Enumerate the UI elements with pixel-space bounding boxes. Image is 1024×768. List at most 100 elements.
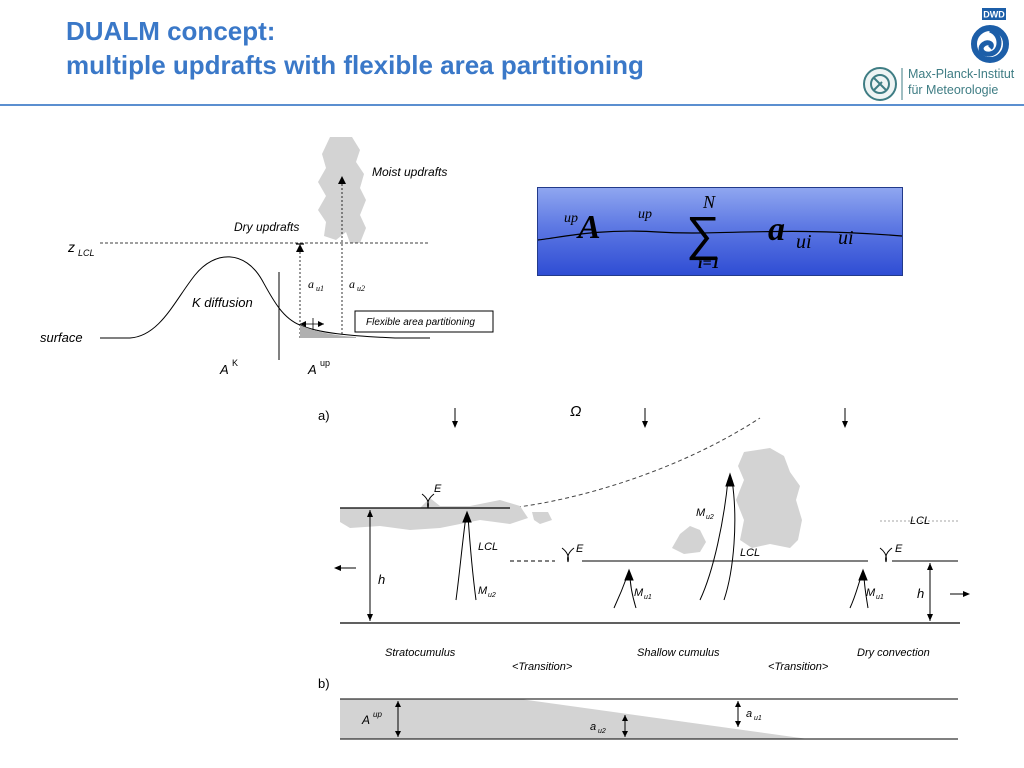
sigma-icon: ∑	[686, 208, 720, 261]
aup-b-label: A	[361, 713, 370, 727]
flex-label-box	[354, 310, 494, 333]
eq-rhs-sub: ui	[796, 231, 812, 253]
slide-title: DUALM concept: multiple updrafts with fl…	[66, 14, 644, 82]
au1-b-sub: u1	[754, 715, 762, 722]
e-label-3: E	[895, 543, 903, 555]
eq-rhs-sub-2: ui	[838, 227, 854, 249]
aup-arrow-up	[395, 701, 401, 707]
entrainment-symbols	[421, 493, 893, 563]
h-right-head-up	[927, 563, 933, 570]
mu1-mid-sub: u1	[644, 594, 652, 601]
mpi-emblem-inner	[870, 74, 890, 94]
dwd-swirl	[978, 27, 1002, 57]
updraft-diagram: z LCL Moist updrafts Dry updrafts a u1 a…	[40, 137, 494, 377]
regime-shallow-cumulus: Shallow cumulus	[637, 647, 720, 659]
aup-sup: up	[320, 358, 330, 368]
dry-arrow-head	[296, 244, 304, 252]
dwd-logo-box	[982, 8, 1006, 20]
au1-arrow-down	[735, 721, 741, 727]
regime-transition-1: <Transition>	[512, 661, 573, 673]
h-left-head-down	[367, 614, 373, 621]
au1-sub: u1	[316, 284, 324, 293]
au1-arrow-up	[735, 701, 741, 707]
regime-diagram: a) Ω LCL LCL LCL h h E E E	[318, 403, 970, 740]
equation-box: A up up N ∑ i=1 a ui ui	[537, 187, 903, 276]
subsidence-arrows	[452, 408, 848, 428]
h-right-label: h	[917, 586, 924, 601]
inversion-curve	[509, 417, 761, 509]
right-arrow-head	[963, 591, 970, 597]
au2-b-sub: u2	[598, 728, 606, 735]
aup-label: A	[307, 362, 317, 377]
e-label-1: E	[434, 483, 442, 495]
au2-label: a	[349, 277, 355, 291]
mu1-right-sub: u1	[876, 594, 884, 601]
panel-a-label: a)	[318, 408, 330, 423]
au2-b-label: a	[590, 721, 596, 733]
au2-arrow-up	[622, 715, 628, 721]
eq-sum-top: N	[702, 192, 716, 212]
equation-graphic: A up up N ∑ i=1 a ui ui	[538, 192, 902, 272]
z-lcl-sub: LCL	[78, 248, 95, 258]
regime-dry-convection: Dry convection	[857, 647, 930, 659]
cumulus-cloud-small	[672, 526, 706, 554]
updraft-plumes	[455, 472, 869, 609]
e-label-2: E	[576, 543, 584, 555]
flex-arrow-left-head	[300, 321, 306, 327]
mpi-name-line-1: Max-Planck-Institut	[908, 67, 1015, 81]
mu2-left-sub: u2	[488, 592, 496, 599]
eq-lhs-sub: up	[564, 211, 578, 226]
left-arrow-head	[334, 565, 341, 571]
title-underline	[0, 104, 1024, 106]
k-diffusion-curve	[100, 256, 430, 339]
eq-lhs: A	[576, 209, 601, 246]
title-line-1: DUALM concept:	[66, 16, 276, 46]
lcl-label-1: LCL	[478, 541, 498, 553]
mu1-right-label: M	[866, 587, 876, 599]
dwd-logo-text: DWD	[983, 10, 1005, 20]
aup-wedge	[340, 699, 808, 739]
moist-arrow-head	[338, 176, 346, 184]
flex-area-fill	[300, 325, 356, 338]
mu1-mid-label: M	[634, 587, 644, 599]
lcl-label-2: LCL	[740, 547, 760, 559]
dwd-logo: DWD	[971, 8, 1009, 63]
panel-b-label: b)	[318, 676, 330, 691]
cumulus-cloud-large	[736, 448, 802, 548]
regime-transition-2: <Transition>	[768, 661, 829, 673]
aup-b-sup: up	[373, 710, 382, 719]
k-diffusion-label: K diffusion	[192, 295, 253, 310]
mpi-name-line-2: für Meteorologie	[908, 83, 999, 97]
au2-arrow-down	[622, 731, 628, 737]
surface-label: surface	[40, 330, 83, 345]
mu2-mid-label: M	[696, 507, 706, 519]
title-line-2: multiple updrafts with flexible area par…	[66, 50, 644, 80]
eq-sum-bottom: i=1	[698, 255, 720, 272]
regime-stratocumulus: Stratocumulus	[385, 647, 456, 659]
equation-stroke	[538, 230, 902, 241]
mu2-mid-sub: u2	[706, 514, 714, 521]
ak-label: A	[219, 362, 229, 377]
dry-updrafts-label: Dry updrafts	[234, 220, 299, 234]
flex-arrow-right-head	[318, 321, 324, 327]
h-left-label: h	[378, 572, 385, 587]
au1-b-label: a	[746, 708, 752, 720]
mpi-name: Max-Planck-Institut für Meteorologie	[908, 66, 1014, 98]
h-left-head-up	[367, 510, 373, 517]
moist-updrafts-label: Moist updrafts	[372, 165, 447, 179]
eq-lhs-sub-2: up	[638, 207, 652, 222]
mpi-logo	[863, 67, 903, 101]
flexible-label: Flexible area partitioning	[366, 317, 475, 328]
eq-rhs: a	[768, 211, 785, 248]
mu2-left-label: M	[478, 585, 488, 597]
au1-label: a	[308, 277, 314, 291]
aup-arrow-down	[395, 731, 401, 737]
stratocumulus-cloud	[340, 498, 528, 530]
z-lcl-label: z	[67, 239, 75, 255]
h-right-head-down	[927, 614, 933, 621]
ak-sup: K	[232, 358, 238, 368]
dwd-ring	[971, 25, 1009, 63]
omega-label: Ω	[570, 403, 581, 420]
au2-sub: u2	[357, 284, 365, 293]
mpi-emblem-mark	[873, 77, 887, 91]
